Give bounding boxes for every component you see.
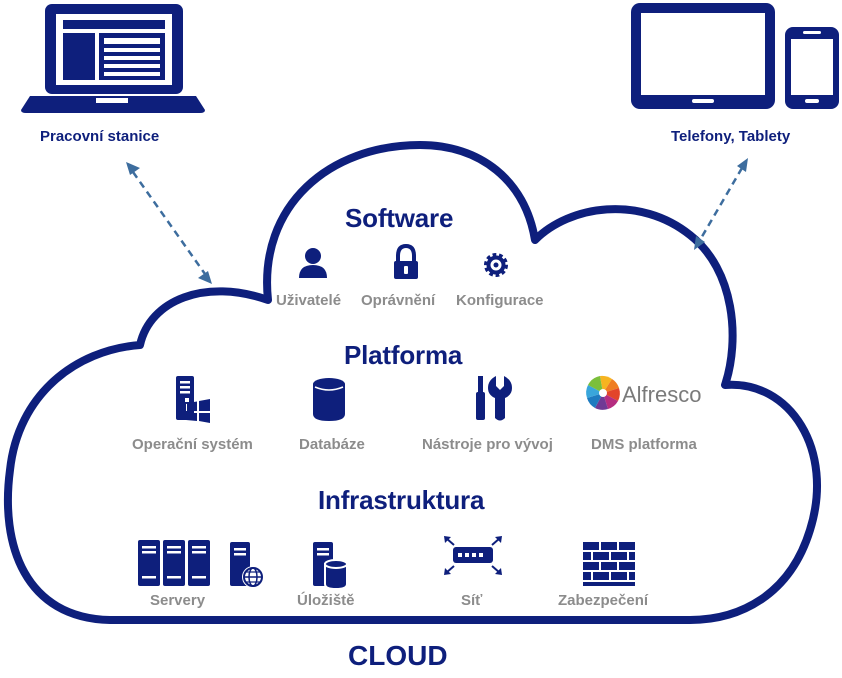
firewall-icon: [583, 542, 635, 586]
servers-icon: [138, 540, 210, 586]
software-item-configuration-label: Konfigurace: [456, 292, 544, 309]
alfresco-logo-text: Alfresco: [622, 382, 701, 407]
platform-item-devtools-label: Nástroje pro vývoj: [422, 436, 553, 453]
network-switch-icon: [444, 536, 502, 575]
tools-icon: [476, 376, 512, 421]
platform-layer-title: Platforma: [344, 340, 463, 370]
mobile-connection-arrow: [694, 158, 748, 250]
software-item-users-label: Uživatelé: [276, 292, 342, 309]
infrastructure-layer-title: Infrastruktura: [318, 485, 485, 515]
software-layer-title: Software: [345, 203, 454, 233]
user-icon: [299, 248, 327, 278]
infrastructure-item-servers-label: Servery: [150, 592, 206, 609]
platform-item-database-label: Databáze: [299, 436, 365, 453]
infrastructure-item-security-label: Zabezpečení: [558, 592, 649, 609]
lock-icon: [394, 243, 418, 279]
os-server-icon: [176, 376, 210, 423]
alfresco-logo: Alfresco: [586, 375, 701, 410]
infrastructure-item-network-label: Síť: [461, 592, 483, 609]
software-item-permissions-label: Oprávnění: [361, 292, 436, 309]
cloud-label: CLOUD: [348, 640, 448, 671]
workstation-label: Pracovní stanice: [40, 128, 160, 145]
infrastructure-item-storage-label: Úložiště: [297, 592, 355, 609]
tablet-phone-icon: [631, 3, 839, 109]
gear-icon: [484, 253, 508, 277]
mobile-devices-label: Telefony, Tablety: [671, 128, 791, 145]
laptop-icon: [21, 4, 205, 113]
web-server-icon: [230, 542, 264, 588]
storage-icon: [313, 542, 348, 591]
workstation-connection-arrow: [126, 162, 212, 284]
database-icon: [313, 378, 345, 421]
cloud-shape: [3, 141, 822, 624]
platform-item-os-label: Operační systém: [132, 436, 253, 453]
platform-item-dms-label: DMS platforma: [591, 436, 697, 453]
